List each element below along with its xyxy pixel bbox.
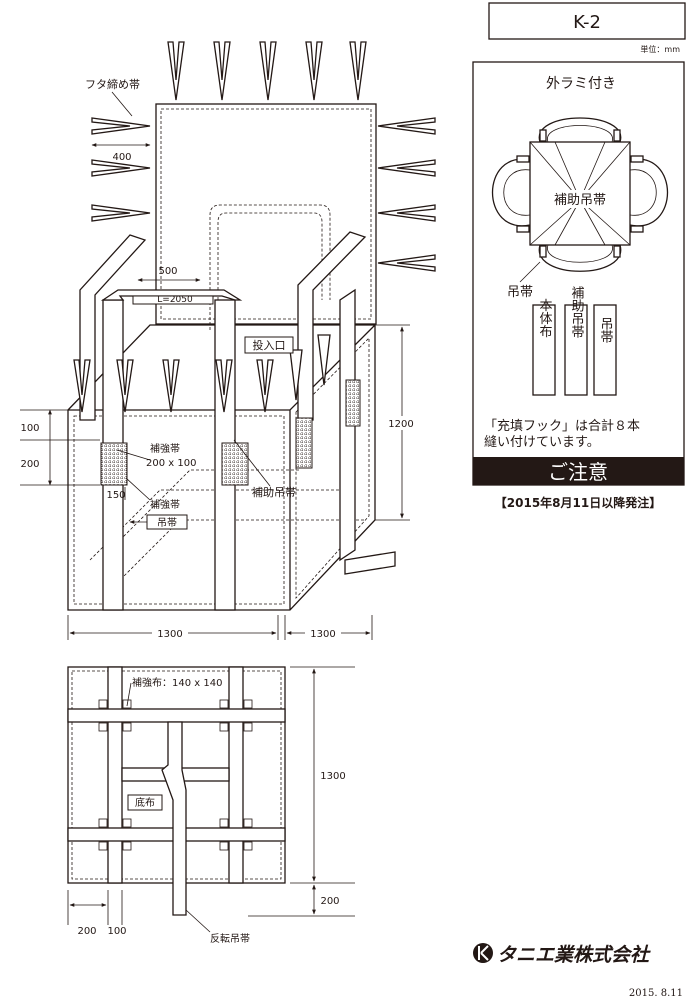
- reverse-sling-label: 反転吊帯: [210, 932, 250, 945]
- reinforce-strap-label: 補強帯: [150, 442, 180, 455]
- spec-panel: 外ラミ付き 補助吊帯 吊帯 本体布 補助吊帯 吊帯 「充填フック」は合計８本 縫…: [472, 61, 685, 510]
- lid-strap-label: フタ締め帯: [85, 77, 140, 91]
- reinforce-strap-label-2: 補強帯: [150, 498, 180, 511]
- bottom-view: 補強布：140 x 140 底布 1300 200 200 100 反転吊帯: [67, 666, 355, 945]
- caution-banner: ご注意: [548, 460, 608, 484]
- reinforce-cloth-label: 補強布：140 x 140: [132, 676, 222, 689]
- unit-label: 単位：mm: [640, 44, 680, 54]
- order-date-note: 【2015年8月11日以降発注】: [495, 495, 661, 510]
- company-name: タニエ業株式会社: [497, 944, 651, 966]
- reinforce-size-label: 200 x 100: [146, 458, 196, 469]
- material-boxes: 本体布 補助吊帯 吊帯: [532, 286, 617, 396]
- bottom-dim-100: 100: [107, 926, 126, 937]
- note-line-1: 「充填フック」は合計８本: [484, 418, 640, 434]
- dim-100: 100: [20, 423, 39, 434]
- bottom-cloth-label: 底布: [135, 796, 155, 809]
- bag-3d-view: フタ締め帯 400 L=2050 500 投入口: [20, 41, 436, 640]
- model-number: K-2: [573, 12, 601, 33]
- depth-1300: 1300: [310, 629, 335, 640]
- top-view-aux-sling-label: 補助吊帯: [554, 193, 606, 208]
- material-sling: 吊帯: [598, 317, 614, 343]
- note-line-2: 縫い付けています。: [484, 435, 600, 450]
- bottom-dim-200-vertical: 200: [320, 896, 339, 907]
- inlet-label: 投入口: [253, 338, 286, 352]
- dim-500: 500: [158, 266, 177, 277]
- width-1300: 1300: [157, 629, 182, 640]
- top-view-sling-label: 吊帯: [507, 285, 533, 300]
- spec-heading: 外ラミ付き: [546, 76, 616, 92]
- material-body-cloth: 本体布: [537, 299, 553, 339]
- lid-straps: [91, 41, 436, 272]
- dim-400: 400: [112, 152, 131, 163]
- bottom-dim-1300: 1300: [320, 771, 345, 782]
- bottom-dim-200-horizontal: 200: [77, 926, 96, 937]
- material-aux-sling: 補助吊帯: [569, 286, 585, 338]
- filling-hooks: [73, 334, 331, 413]
- drawing-date: 2015. 8.11: [629, 988, 683, 999]
- top-view-sketch: 補助吊帯 吊帯: [491, 117, 669, 300]
- dim-150: 150: [106, 490, 125, 501]
- dim-200: 200: [20, 459, 39, 470]
- sling-label: 吊帯: [157, 516, 177, 529]
- company-logo: タニエ業株式会社: [473, 943, 651, 966]
- title-block: K-2 単位：mm: [488, 2, 686, 54]
- dim-1200: 1200: [388, 419, 413, 430]
- aux-sling-label: 補助吊帯: [252, 485, 296, 499]
- loop-length-label: L=2050: [157, 295, 193, 305]
